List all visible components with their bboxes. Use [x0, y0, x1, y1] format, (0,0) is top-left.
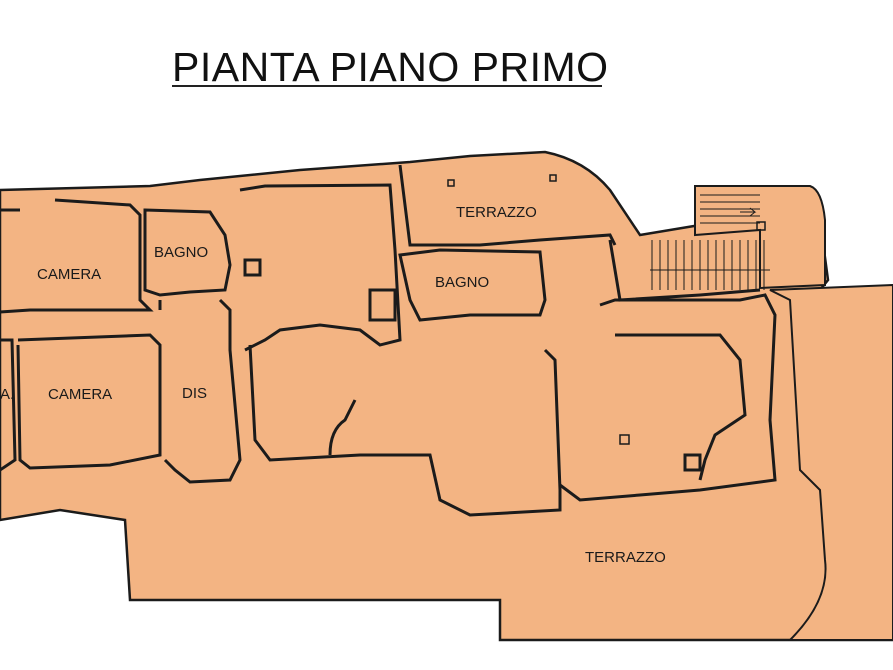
pillar-2: [549, 174, 557, 182]
floor-fill-main: [0, 150, 893, 642]
wall-terrazzo-top: [398, 164, 617, 247]
pillar-4: [756, 221, 766, 231]
wall-curved-niche: [328, 399, 357, 456]
stairs-lower: [651, 240, 765, 290]
room-label-camera-bottom: CAMERA: [48, 386, 112, 403]
pillars: [447, 174, 766, 445]
room-label-bagno-center: BAGNO: [435, 274, 489, 291]
wall-upper-right-block: [608, 239, 761, 302]
floor-fill-upper-right: [694, 185, 826, 290]
room-label-terrazzo-bottom: TERRAZZO: [585, 549, 666, 566]
stairs-upper: [700, 194, 760, 224]
room-label-terrazzo-top: TERRAZZO: [456, 204, 537, 221]
wall-small-closets: [243, 258, 702, 472]
floor-area: [0, 150, 893, 642]
wall-camera-top: [0, 198, 154, 314]
wall-right-room-inner: [615, 333, 747, 481]
wall-right-room: [559, 293, 777, 502]
room-label-dis: DIS: [182, 385, 207, 402]
title-underline: [172, 85, 602, 87]
stairs: [650, 194, 770, 290]
wall-bagno-left: [143, 208, 232, 297]
pillar-1: [447, 179, 455, 187]
plan-title: PIANTA PIANO PRIMO: [172, 44, 609, 90]
wall-central-upper: [239, 183, 402, 352]
pillar-3: [619, 434, 630, 445]
room-labels: CAMERA BAGNO TERRAZZO BAGNO CAMERA DIS A…: [0, 204, 666, 566]
room-label-camera-top: CAMERA: [37, 266, 101, 283]
wall-bagno-center: [398, 248, 547, 322]
room-label-partial-left: A.: [0, 386, 14, 403]
wall-central-hall: [248, 344, 562, 517]
wall-left-partial: [0, 338, 17, 472]
wall-camera-bottom: [16, 333, 162, 470]
terrace-curved-edge: [769, 283, 893, 641]
room-label-bagno-left: BAGNO: [154, 244, 208, 261]
walls: [0, 164, 777, 517]
stairs-arrow: [650, 207, 770, 271]
wall-dis-corridor: [158, 298, 242, 484]
